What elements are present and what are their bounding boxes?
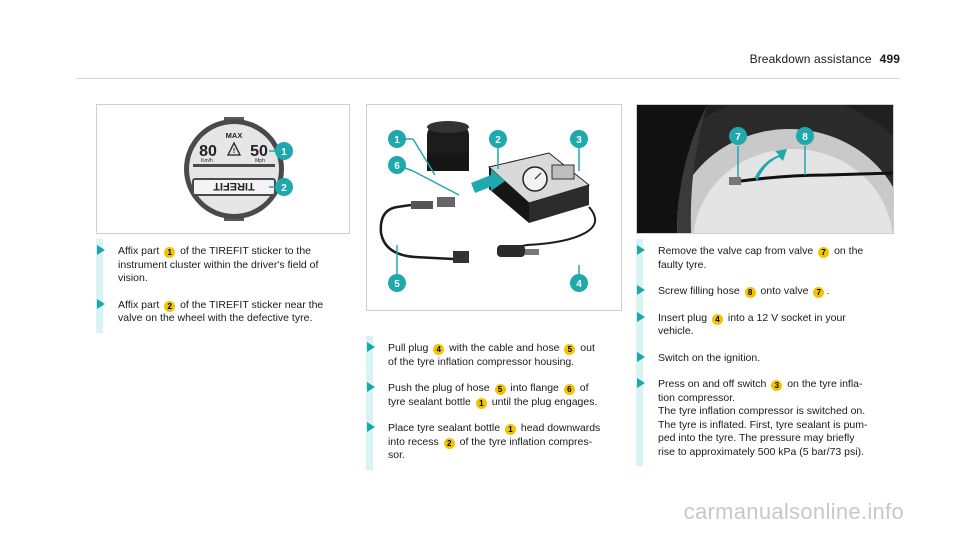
warning-triangle-icon xyxy=(226,141,242,156)
figure-wheel-valve: 7 8 xyxy=(636,104,894,234)
step-insert-plug: Insert plug 4 into a 12 V socket in your… xyxy=(636,305,898,346)
number-badge: 7 xyxy=(818,247,830,258)
step-place-bottle: Place tyre sealant bottle 1 head downwar… xyxy=(366,416,623,470)
number-badge: 4 xyxy=(711,313,723,325)
step-arrow-icon xyxy=(97,245,105,255)
compressor-illustration: 1 2 3 4 5 6 xyxy=(379,121,596,292)
number-badge: 7 xyxy=(813,287,825,298)
callout-badge-3 xyxy=(570,130,588,148)
cap-max-label: MAX xyxy=(226,131,243,140)
cap-unit-right: Mph xyxy=(255,158,265,164)
instructions-column-1: Affix part 1 of the TIREFIT sticker to t… xyxy=(96,239,351,339)
number-badge: 4 xyxy=(433,344,445,355)
cap-brand-text: TIREFIT xyxy=(213,180,255,192)
callout-label-3: 3 xyxy=(576,135,582,146)
callout-badge-2 xyxy=(275,178,293,196)
instructions-column-2: Pull plug 4 with the cable and hose 5 ou… xyxy=(366,336,623,476)
callout-label-5: 5 xyxy=(394,279,400,290)
number-badge: 1 xyxy=(164,247,176,258)
header-rule xyxy=(76,78,900,79)
step-arrow-icon xyxy=(637,351,645,362)
callout-label-4: 4 xyxy=(576,279,582,290)
step-arrow-icon xyxy=(367,382,375,392)
callout-label-1: 1 xyxy=(281,147,287,158)
wheel-illustration: 7 8 xyxy=(637,105,893,233)
watermark: carmanualsonline.info xyxy=(683,499,904,524)
step-switch-ignition: Switch on the ignition. xyxy=(636,345,898,372)
step-arrow-icon xyxy=(637,311,645,322)
step-arrow-icon xyxy=(367,422,375,432)
callout-badge-5 xyxy=(388,274,406,292)
number-badge: 5 xyxy=(494,384,506,395)
number-badge: 2 xyxy=(443,437,455,449)
number-badge: 3 xyxy=(771,380,783,391)
number-badge: 8 xyxy=(744,287,756,298)
step-arrow-icon xyxy=(637,285,645,295)
callout-badge-4 xyxy=(570,274,588,292)
number-badge: 1 xyxy=(475,397,487,409)
callout-label-2: 2 xyxy=(281,183,287,194)
step-pull-plug: Pull plug 4 with the cable and hose 5 ou… xyxy=(366,336,623,376)
callout-badge-2 xyxy=(489,130,507,148)
step-affix-part-2: Affix part 2 of the TIREFIT sticker near… xyxy=(96,292,351,333)
step-arrow-icon xyxy=(97,298,105,309)
callout-label-8: 8 xyxy=(802,132,808,143)
callout-label-6: 6 xyxy=(394,161,400,172)
cap-speed-left: 80 xyxy=(199,143,217,160)
step-remove-valve-cap: Remove the valve cap from valve 7 on the… xyxy=(636,239,898,279)
page-header: Breakdown assistance 499 xyxy=(750,52,900,66)
callout-badge-1 xyxy=(275,142,293,160)
step-screw-hose: Screw filling hose 8 onto valve 7. xyxy=(636,279,898,306)
callout-badge-1 xyxy=(388,130,406,148)
callout-badge-8 xyxy=(796,127,814,145)
figure-compressor: 1 2 3 4 5 6 xyxy=(366,104,622,311)
step-press-switch: Press on and off switch 3 on the tyre in… xyxy=(636,372,898,466)
callout-badge-7 xyxy=(729,127,747,145)
number-badge: 5 xyxy=(564,344,576,355)
callout-label-2: 2 xyxy=(495,135,501,146)
cap-unit-left: Km/h xyxy=(201,158,213,164)
step-arrow-icon xyxy=(637,245,645,255)
figure-tirefit-sticker: MAX 80 50 ! Km/h Mph TIREFIT 1 2 xyxy=(96,104,350,234)
callout-badge-6 xyxy=(388,156,406,174)
callout-label-7: 7 xyxy=(735,132,741,143)
callout-label-1: 1 xyxy=(394,135,400,146)
svg-text:!: ! xyxy=(233,148,235,155)
step-affix-part-1: Affix part 1 of the TIREFIT sticker to t… xyxy=(96,239,351,293)
cap-speed-right: 50 xyxy=(250,143,268,160)
sticker-illustration: MAX 80 50 ! Km/h Mph TIREFIT 1 2 xyxy=(184,117,293,221)
number-badge: 6 xyxy=(563,384,575,395)
step-arrow-icon xyxy=(637,378,645,388)
instructions-column-3: Remove the valve cap from valve 7 on the… xyxy=(636,239,898,472)
number-badge: 2 xyxy=(164,300,176,312)
step-arrow-icon xyxy=(367,342,375,352)
section-title: Breakdown assistance xyxy=(749,52,872,66)
step-push-plug: Push the plug of hose 5 into flange 6 of… xyxy=(366,376,623,416)
page-number: 499 xyxy=(879,52,900,66)
number-badge: 1 xyxy=(505,424,516,435)
